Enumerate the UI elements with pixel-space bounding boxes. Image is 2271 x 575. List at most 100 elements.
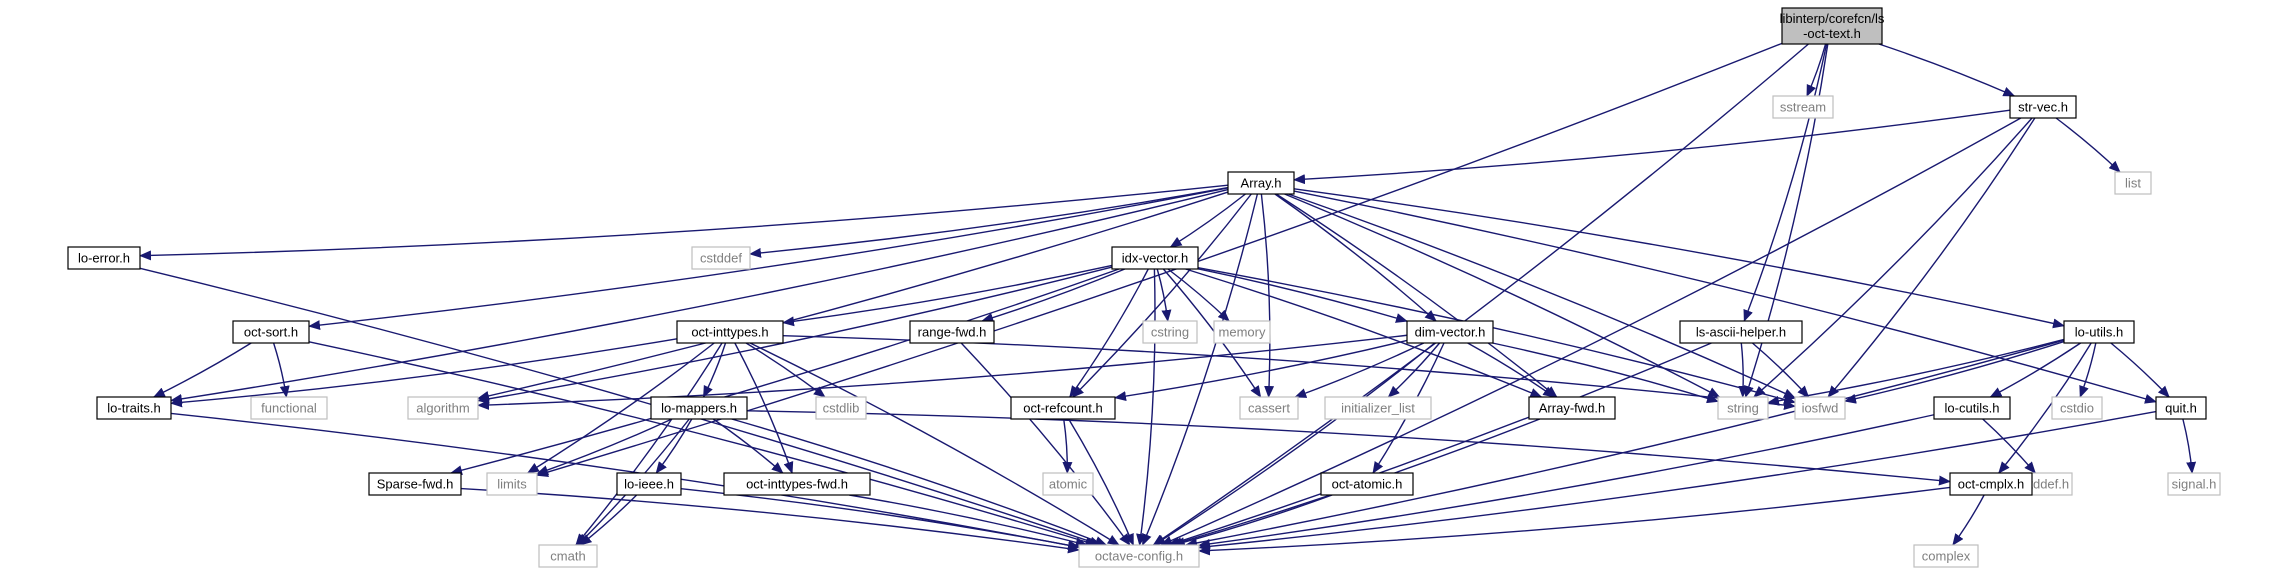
edge-dim_vector-to-string [1492, 342, 1719, 404]
edge-oct_sort-to-octave_config [308, 341, 1098, 547]
node-box [1781, 7, 1883, 45]
edge-idx_vector-to-array_fwd [1185, 268, 1543, 398]
node-root[interactable]: libinterp/corefcn/ls-oct-text.h [1780, 7, 1885, 45]
edge-str_vec-to-array [1293, 109, 2011, 185]
node-label: stddef.h [2023, 477, 2069, 492]
node-box [1772, 95, 1834, 119]
edge-oct_cmplx-to-complex [1952, 494, 1985, 546]
edge-lo_utils-to-quit [2110, 342, 2170, 398]
node-label: sstream [1780, 100, 1826, 115]
edge-dim_vector-to-octave_config [1153, 342, 1436, 546]
edge-idx_vector-to-memory [1167, 268, 1230, 322]
node-cmath: cmath [538, 544, 598, 568]
node-box [650, 396, 748, 420]
node-label: cassert [1248, 401, 1290, 416]
edge-array-to-dim_vector [1274, 193, 1437, 322]
node-box [2051, 396, 2103, 420]
node-label: Sparse-fwd.h [377, 477, 454, 492]
node-cstdlib: cstdlib [815, 396, 867, 420]
edge-root-to-sstream [1806, 43, 1827, 97]
node-box [1949, 472, 2033, 496]
node-box [691, 246, 751, 270]
edge-ls_ascii_helper-to-iosfwd [1751, 342, 1810, 398]
node-quit[interactable]: quit.h [2155, 396, 2207, 420]
node-label: oct-refcount.h [1023, 401, 1103, 416]
node-box [1213, 320, 1271, 344]
node-box [486, 472, 538, 496]
node-oct-refcount[interactable]: oct-refcount.h [1010, 396, 1116, 420]
node-oct-sort[interactable]: oct-sort.h [232, 320, 310, 344]
node-box [909, 320, 995, 344]
node-atomic: atomic [1042, 472, 1094, 496]
node-sparse-fwd[interactable]: Sparse-fwd.h [368, 472, 462, 496]
node-array-fwd[interactable]: Array-fwd.h [1528, 396, 1616, 420]
edge-root-to-ls_ascii_helper [1743, 43, 1828, 322]
node-oct-inttypes[interactable]: oct-inttypes.h [676, 320, 784, 344]
node-octave-config: octave-config.h [1078, 544, 1200, 568]
node-array[interactable]: Array.h [1227, 171, 1295, 195]
edge-dim_vector-to-oct_refcount [1114, 339, 1408, 402]
node-box [723, 472, 871, 496]
node-oct-atomic[interactable]: oct-atomic.h [1320, 472, 1414, 496]
edge-array-to-cstddef [749, 186, 1229, 258]
node-box [2155, 396, 2207, 420]
node-label: oct-sort.h [244, 325, 298, 340]
node-idx-vector[interactable]: idx-vector.h [1111, 246, 1199, 270]
node-limits: limits [486, 472, 538, 496]
node-oct-cmplx[interactable]: oct-cmplx.h [1949, 472, 2033, 496]
node-range-fwd[interactable]: range-fwd.h [909, 320, 995, 344]
node-lo-utils[interactable]: lo-utils.h [2063, 320, 2135, 344]
edge-dim_vector-to-cassert [1294, 342, 1425, 398]
node-box [1042, 472, 1094, 496]
edge-lo_ieee-to-cmath [579, 494, 638, 546]
edge-idx_vector-to-octave_config [1136, 268, 1156, 546]
edge-idx_vector-to-iosfwd [1197, 267, 1796, 405]
node-box [96, 396, 172, 420]
node-box [232, 320, 310, 344]
edge-root-to-str_vec [1878, 43, 2016, 97]
node-oct-inttypes-fwd[interactable]: oct-inttypes-fwd.h [723, 472, 871, 496]
node-label: list [2125, 176, 2141, 191]
node-label: limits [497, 477, 527, 492]
node-box [1324, 396, 1432, 420]
edge-dim_vector-to-array_fwd [1467, 342, 1556, 398]
node-label: Array.h [1241, 176, 1282, 191]
edge-lo_cutils-to-stddef [1982, 418, 2036, 474]
node-label: complex [1922, 549, 1971, 564]
node-str-vec[interactable]: str-vec.h [2009, 95, 2077, 119]
node-initializer-list: initializer_list [1324, 396, 1432, 420]
node-ls-ascii-helper[interactable]: ls-ascii-helper.h [1679, 320, 1803, 344]
node-label: lo-error.h [78, 251, 130, 266]
node-lo-traits[interactable]: lo-traits.h [96, 396, 172, 420]
edge-array-to-octave_config [1141, 193, 1259, 546]
node-lo-cutils[interactable]: lo-cutils.h [1933, 396, 2011, 420]
edge-root-to-octave_config [1152, 43, 1809, 546]
node-label: oct-atomic.h [1332, 477, 1403, 492]
node-lo-ieee[interactable]: lo-ieee.h [616, 472, 682, 496]
edge-str_vec-to-list [2055, 117, 2121, 173]
node-lo-mappers[interactable]: lo-mappers.h [650, 396, 748, 420]
node-lo-error[interactable]: lo-error.h [67, 246, 141, 270]
edge-lo_mappers-to-octave_config [731, 418, 1108, 546]
node-label: ls-ascii-helper.h [1696, 325, 1786, 340]
node-dim-vector[interactable]: dim-vector.h [1406, 320, 1494, 344]
edge-array-to-lo_utils [1293, 188, 2065, 329]
node-label: -oct-text.h [1803, 26, 1861, 41]
node-label: lo-ieee.h [624, 477, 674, 492]
node-box [2167, 472, 2221, 496]
edge-idx_vector-to-oct_inttypes [782, 264, 1113, 327]
node-box [407, 396, 479, 420]
node-box [368, 472, 462, 496]
node-label: cstddef [700, 251, 742, 266]
edge-oct_sort-to-lo_traits [152, 342, 252, 398]
node-label: Array-fwd.h [1539, 401, 1605, 416]
node-label: quit.h [2165, 401, 2197, 416]
edge-oct_atomic-to-octave_config [1172, 494, 1333, 547]
edge-lo_utils-to-iosfwd [1844, 340, 2065, 404]
node-label: lo-cutils.h [1945, 401, 2000, 416]
node-label: cstdlib [823, 401, 860, 416]
node-sstream: sstream [1772, 95, 1834, 119]
edge-idx_vector-to-dim_vector [1197, 268, 1408, 323]
edge-array-to-oct_refcount [1071, 193, 1252, 398]
